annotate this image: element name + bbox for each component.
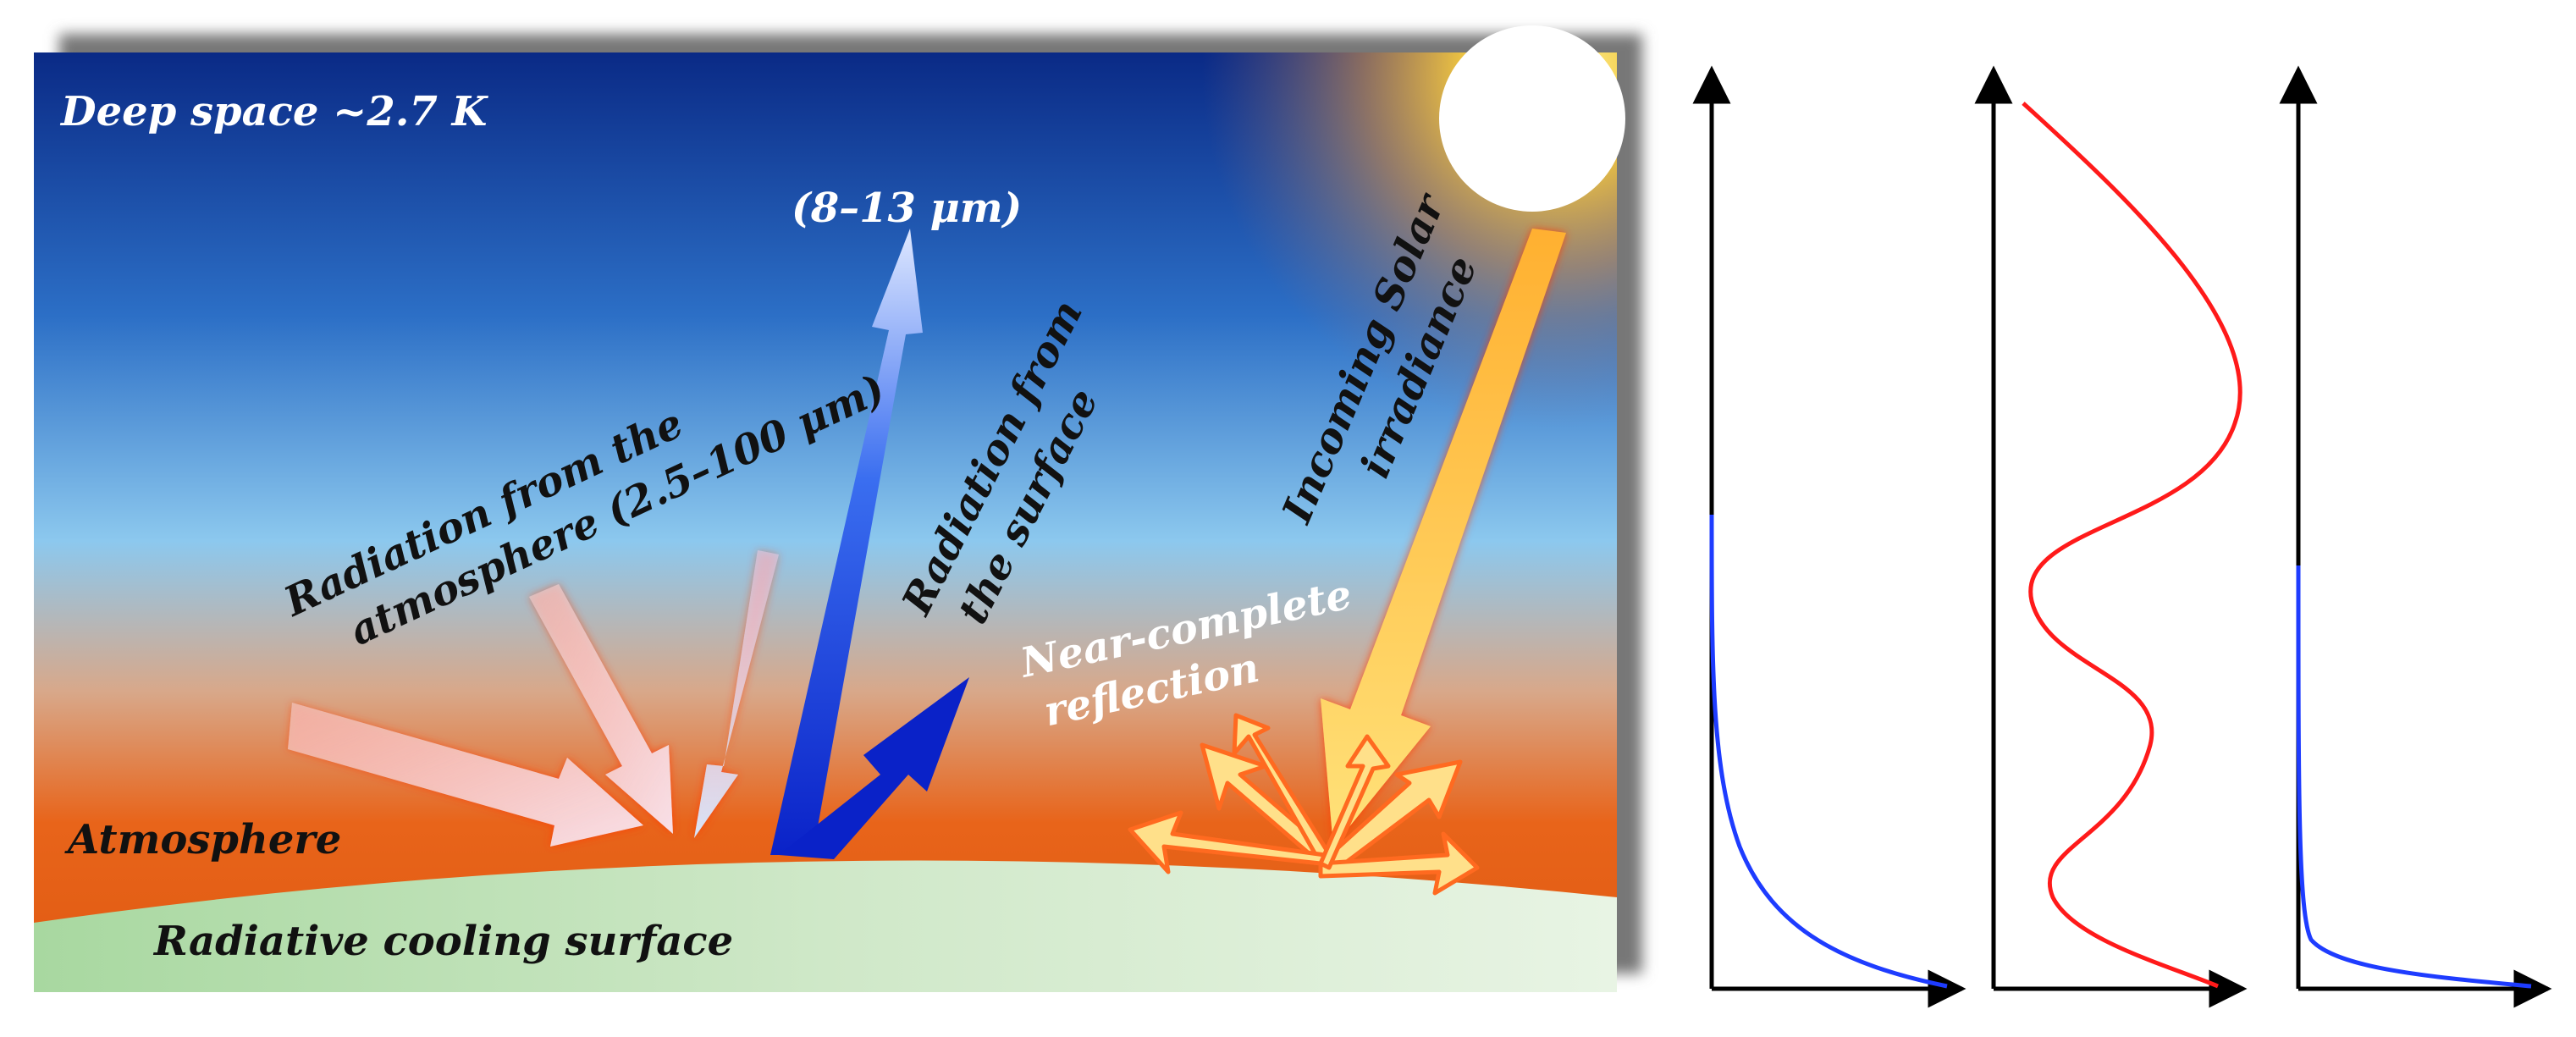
window-radiation-arrow [770,229,923,855]
window-label: (8–13 μm) [792,185,1022,232]
scene-panel: Deep space ~2.7 K (8–13 μm) Radiation fr… [34,25,1642,992]
plot-2 [1974,65,2248,1008]
surface-radiation-arrow [779,677,969,859]
solar-irradiance-arrow [1321,229,1566,847]
sun-icon [1439,25,1625,212]
deep-space-label: Deep space ~2.7 K [59,88,489,135]
cooling-surface [34,860,1617,992]
atm-arrow-middle [529,584,673,834]
plot-1-decay-curve [1709,514,1948,989]
plot-3 [2279,65,2552,1008]
atmosphere-label: Atmosphere [64,816,341,863]
plot-2-wave-curve [2022,102,2242,989]
plot-3-decay-curve [2296,565,2532,989]
atm-arrow-right [694,550,779,838]
atmospheric-radiation-arrows [288,550,779,847]
plot-1 [1692,65,1966,1008]
surface-label: Radiative cooling surface [152,918,733,965]
atm-arrow-left [288,703,643,847]
reflection-burst-icon [1128,713,1480,896]
